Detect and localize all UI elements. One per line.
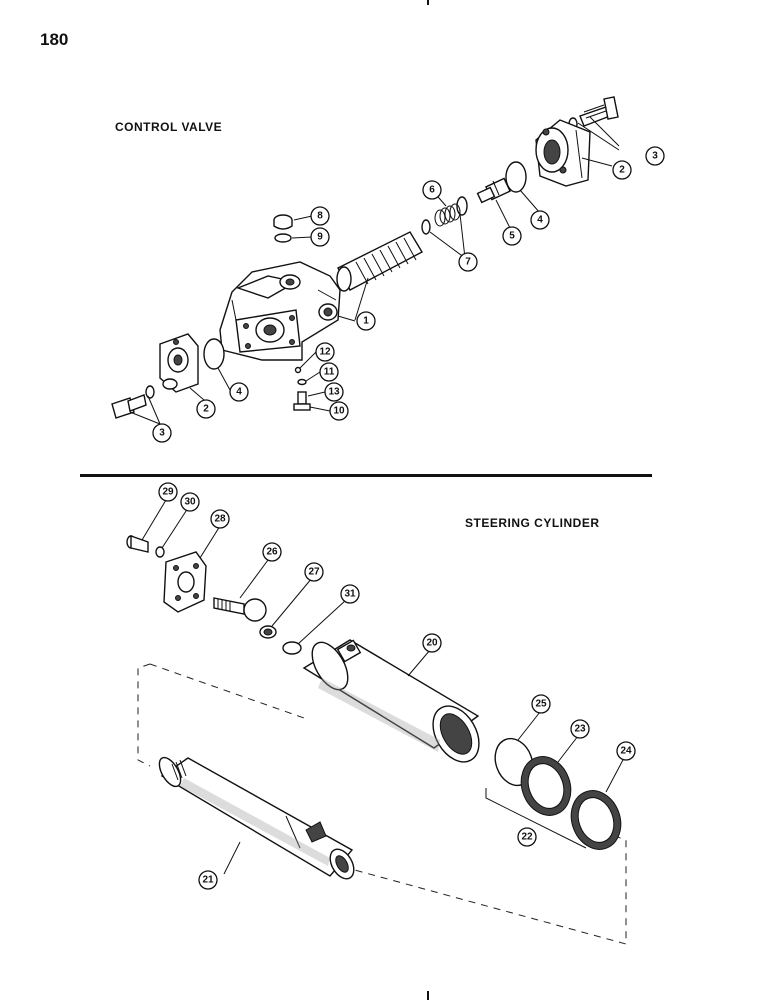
steering-cylinder-leader-lines <box>141 499 625 875</box>
top-tick-mark <box>427 0 429 5</box>
svg-text:31: 31 <box>344 589 356 600</box>
svg-text:1: 1 <box>363 316 369 327</box>
dashed-guide-left <box>137 663 151 767</box>
seal-kit-bracket <box>485 788 587 849</box>
part-ball-stud <box>213 597 267 622</box>
part-o-ring-lower <box>203 338 225 370</box>
callout-21: 21 <box>198 870 218 890</box>
part-ball <box>294 366 302 374</box>
svg-text:5: 5 <box>509 231 515 242</box>
section-title-steering-cylinder: STEERING CYLINDER <box>465 516 600 530</box>
part-piston-seal <box>520 756 572 816</box>
callout-8: 8 <box>310 206 330 226</box>
svg-text:6: 6 <box>429 185 435 196</box>
callout-23: 23 <box>570 719 590 739</box>
part-bushing <box>259 625 277 639</box>
callout-27: 27 <box>304 562 324 582</box>
part-piston-rod <box>158 756 355 880</box>
svg-text:10: 10 <box>333 406 345 417</box>
part-wiper-seal <box>570 790 622 850</box>
svg-text:7: 7 <box>465 257 471 268</box>
svg-text:2: 2 <box>619 165 625 176</box>
callout-7: 7 <box>458 252 478 272</box>
part-valve-plug <box>476 177 511 204</box>
callout-20: 20 <box>422 633 442 653</box>
callout-12: 12 <box>315 342 335 362</box>
svg-text:22: 22 <box>521 832 533 843</box>
page-number: 180 <box>40 30 69 49</box>
svg-text:8: 8 <box>317 211 323 222</box>
part-fitting-small <box>293 391 311 411</box>
part-snap-ring <box>282 641 302 655</box>
callout-31: 31 <box>340 584 360 604</box>
svg-text:26: 26 <box>266 547 278 558</box>
callout-11: 11 <box>319 362 339 382</box>
part-washer-inner <box>421 219 431 235</box>
part-valve-housing <box>219 261 341 361</box>
callout-24: 24 <box>616 741 636 761</box>
callout-5: 5 <box>502 226 522 246</box>
callout-1: 1 <box>356 311 376 331</box>
part-o-ring-upper <box>505 161 527 193</box>
callout-25: 25 <box>531 694 551 714</box>
dashed-guide-right <box>317 831 627 945</box>
callout-22: 22 <box>517 827 537 847</box>
svg-text:24: 24 <box>620 746 632 757</box>
part-cylinder-barrel <box>302 639 480 763</box>
callout-6: 6 <box>422 180 442 200</box>
part-bolt-upper <box>568 96 619 131</box>
svg-text:3: 3 <box>652 151 658 162</box>
svg-text:27: 27 <box>308 567 320 578</box>
part-valve-spool <box>336 231 423 292</box>
svg-text:11: 11 <box>324 367 335 378</box>
part-spring <box>434 203 461 227</box>
callout-29: 29 <box>158 482 178 502</box>
callout-9: 9 <box>310 227 330 247</box>
svg-text:2: 2 <box>203 404 209 415</box>
callout-13: 13 <box>324 382 344 402</box>
svg-text:9: 9 <box>317 232 323 243</box>
part-elbow-fitting-lower <box>159 333 199 393</box>
callout-10: 10 <box>329 401 349 421</box>
part-plug-seal <box>274 233 292 243</box>
part-cap-plug <box>273 214 293 230</box>
svg-text:28: 28 <box>214 514 226 525</box>
section-divider <box>80 474 652 477</box>
dashed-guide-top <box>149 663 305 719</box>
callout-3-upper: 3 <box>645 146 665 166</box>
part-elbow-fitting-upper <box>535 119 591 187</box>
control-valve-leader-lines <box>129 116 620 425</box>
part-small-washer <box>297 378 307 386</box>
svg-text:30: 30 <box>184 497 196 508</box>
section-title-control-valve: CONTROL VALVE <box>115 120 223 134</box>
svg-text:13: 13 <box>328 387 340 398</box>
svg-text:4: 4 <box>537 215 543 226</box>
svg-text:29: 29 <box>162 487 174 498</box>
svg-text:3: 3 <box>159 428 165 439</box>
callout-2-upper: 2 <box>612 160 632 180</box>
bottom-tick-mark <box>427 991 429 1000</box>
part-bolt-lower <box>111 385 155 419</box>
svg-text:4: 4 <box>236 387 242 398</box>
svg-text:12: 12 <box>319 347 331 358</box>
callout-2-lower: 2 <box>196 399 216 419</box>
svg-text:21: 21 <box>202 875 214 886</box>
callout-4-lower: 4 <box>229 382 249 402</box>
callout-3-lower: 3 <box>152 423 172 443</box>
part-lock-washer <box>155 546 165 558</box>
svg-text:23: 23 <box>574 724 586 735</box>
callout-26: 26 <box>262 542 282 562</box>
callout-30: 30 <box>180 492 200 512</box>
steering-cylinder-assembly: 29 30 28 26 27 31 20 25 23 24 22 21 <box>126 482 636 945</box>
svg-text:25: 25 <box>535 699 547 710</box>
part-mounting-plate <box>163 551 207 613</box>
control-valve-assembly: 3 2 4 5 6 7 8 9 1 12 11 13 10 4 2 3 <box>111 96 665 443</box>
svg-text:20: 20 <box>426 638 438 649</box>
callout-4-upper: 4 <box>530 210 550 230</box>
part-plate-bolt <box>126 535 149 553</box>
callout-28: 28 <box>210 509 230 529</box>
